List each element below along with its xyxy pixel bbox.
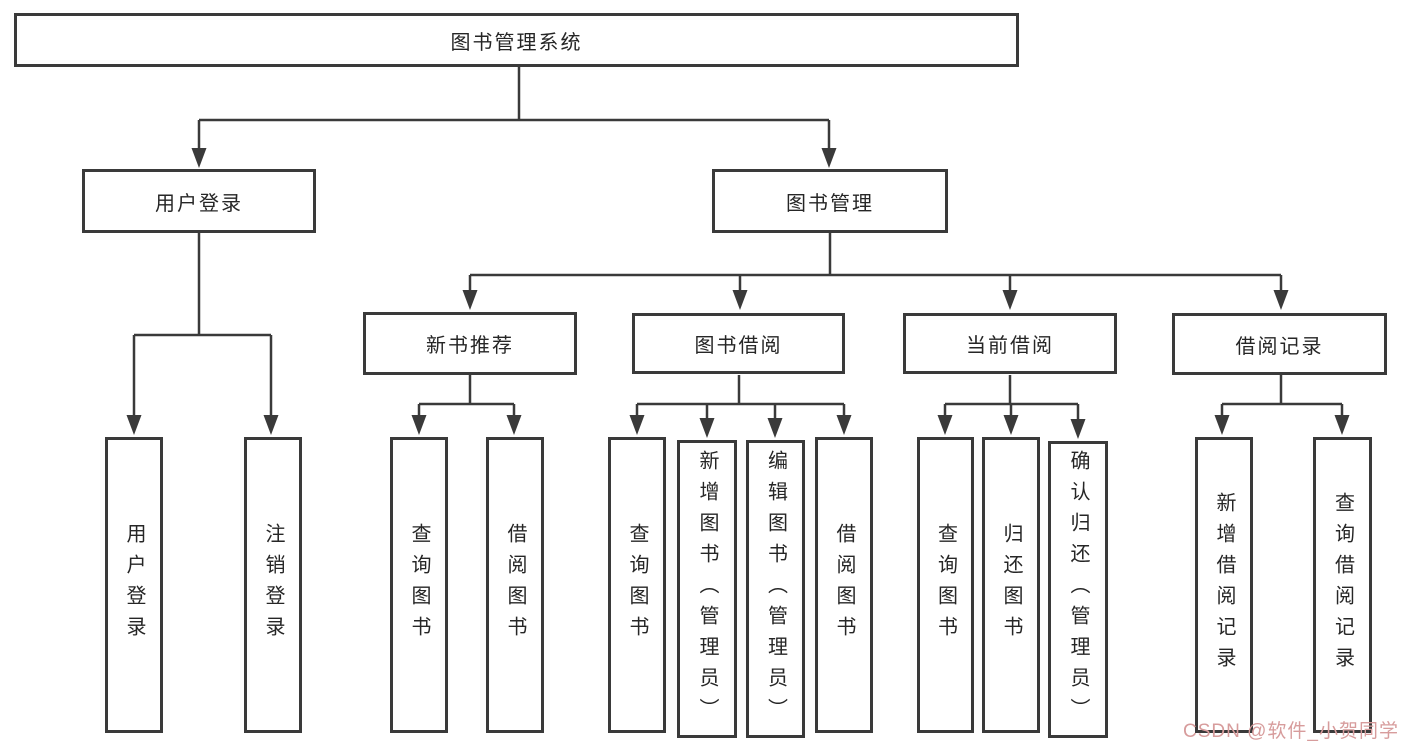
leaf-label: 注销登录 bbox=[262, 523, 284, 647]
leaf-label: 归还图书 bbox=[1000, 523, 1022, 647]
leaf-query-books-borrow: 查询图书 bbox=[608, 437, 666, 733]
leaf-borrow-books: 借阅图书 bbox=[815, 437, 873, 733]
leaf-query-books-recommend: 查询图书 bbox=[390, 437, 448, 733]
leaf-label: 查询图书 bbox=[626, 523, 648, 647]
leaf-user-login: 用户登录 bbox=[105, 437, 163, 733]
leaf-borrow-books-recommend: 借阅图书 bbox=[486, 437, 544, 733]
leaf-confirm-return-admin: 确认归还（管理员） bbox=[1048, 441, 1108, 738]
node-borrowing-records: 借阅记录 bbox=[1172, 313, 1387, 375]
node-system-root: 图书管理系统 bbox=[14, 13, 1019, 67]
leaf-label: 借阅图书 bbox=[833, 523, 855, 647]
leaf-label: 借阅图书 bbox=[504, 523, 526, 647]
leaf-add-borrow-record: 新增借阅记录 bbox=[1195, 437, 1253, 733]
node-new-book-recommendation: 新书推荐 bbox=[363, 312, 577, 375]
node-book-management: 图书管理 bbox=[712, 169, 948, 233]
leaf-label: 确认归还（管理员） bbox=[1067, 450, 1089, 729]
leaf-label: 新增借阅记录 bbox=[1213, 492, 1235, 678]
leaf-add-books-admin: 新增图书（管理员） bbox=[677, 440, 737, 738]
csdn-watermark: CSDN @软件_小贺同学 bbox=[1183, 721, 1399, 742]
node-book-borrowing: 图书借阅 bbox=[632, 313, 845, 374]
leaf-edit-books-admin: 编辑图书（管理员） bbox=[746, 440, 805, 738]
leaf-label: 新增图书（管理员） bbox=[696, 449, 718, 729]
leaf-label: 查询借阅记录 bbox=[1331, 492, 1354, 678]
leaf-label: 查询图书 bbox=[408, 523, 430, 647]
leaf-label: 查询图书 bbox=[934, 523, 957, 647]
leaf-label: 用户登录 bbox=[123, 523, 145, 647]
leaf-query-borrow-record: 查询借阅记录 bbox=[1313, 437, 1372, 733]
leaf-query-books-current: 查询图书 bbox=[917, 437, 974, 733]
leaf-logout-login: 注销登录 bbox=[244, 437, 302, 733]
node-current-borrowing: 当前借阅 bbox=[903, 313, 1117, 374]
leaf-label: 编辑图书（管理员） bbox=[764, 449, 787, 729]
node-user-login: 用户登录 bbox=[82, 169, 316, 233]
leaf-return-books: 归还图书 bbox=[982, 437, 1040, 733]
